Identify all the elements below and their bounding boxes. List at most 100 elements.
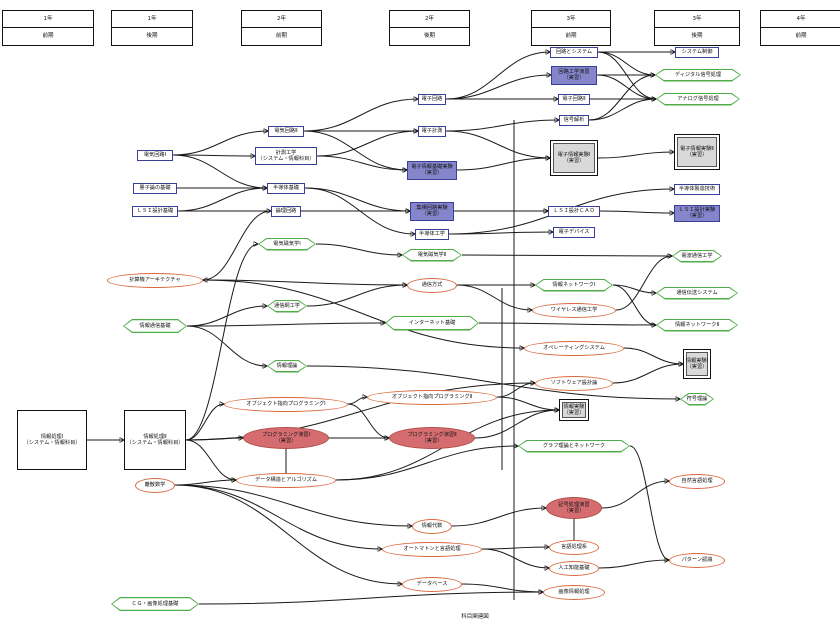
course-label: アナログ信号処理 bbox=[657, 94, 738, 104]
course-label: インターネット基礎 bbox=[386, 317, 477, 329]
course-node-denshi-kiso: 量子論の基礎 bbox=[133, 182, 177, 194]
course-node-joho-daisu: 情報代数 bbox=[412, 518, 452, 534]
prerequisite-arrow bbox=[461, 583, 543, 592]
course-node-handoutai: 半導体基礎 bbox=[267, 182, 305, 194]
course-node-risan: 離散数学 bbox=[135, 477, 175, 493]
course-node-graph: グラフ理論とネットワーク bbox=[518, 440, 630, 453]
prerequisite-arrow bbox=[445, 75, 551, 100]
year-label: 2年 bbox=[390, 11, 469, 28]
course-label: 情報理論 bbox=[268, 361, 305, 371]
prerequisite-arrow bbox=[174, 480, 236, 486]
course-node-ronri: 論理回路 bbox=[271, 205, 301, 217]
prerequisite-arrow bbox=[623, 347, 683, 364]
prerequisite-arrow bbox=[481, 547, 549, 549]
year-label: 1年 bbox=[3, 11, 93, 28]
prerequisite-arrow bbox=[461, 255, 672, 256]
term-header: 2年前期 bbox=[241, 10, 322, 46]
course-node-digital: ディジタル信号処理 bbox=[655, 69, 741, 82]
term-header: 2年後期 bbox=[389, 10, 470, 46]
term-label: 後期 bbox=[146, 33, 158, 39]
term-header: 1年後期 bbox=[111, 10, 193, 46]
course-node-tsushin: 通信方式 bbox=[407, 277, 457, 293]
prerequisite-arrow bbox=[496, 396, 559, 410]
prerequisite-arrow bbox=[612, 364, 683, 384]
prerequisite-arrow bbox=[316, 155, 407, 170]
course-node-keisanki: 計算機アーキテクチャ bbox=[107, 272, 203, 288]
course-node-wireless: ワイヤレス通信工学 bbox=[532, 302, 616, 318]
prerequisite-arrow bbox=[185, 439, 236, 480]
course-node-kairo-enshu: 回路工学演習 （実習） bbox=[551, 65, 597, 85]
course-node-denjiki1: 電気磁気学Ⅰ bbox=[258, 238, 316, 251]
course-node-fugo: 符号理論 bbox=[680, 393, 714, 406]
prerequisite-arrow bbox=[198, 592, 543, 605]
course-node-joho-tsushin: 情報通信基礎 bbox=[123, 319, 187, 333]
course-node-prog1: プログラミング演習Ⅰ （実習） bbox=[243, 427, 329, 449]
course-node-denki2: 電気回路Ⅱ bbox=[268, 125, 304, 137]
prerequisite-arrow bbox=[174, 484, 382, 549]
prerequisite-arrow bbox=[598, 560, 669, 569]
prerequisite-arrow bbox=[203, 210, 272, 280]
course-node-prog2: プログラミング演習Ⅱ （実習） bbox=[389, 427, 475, 449]
prerequisite-arrow bbox=[597, 152, 674, 159]
prerequisite-arrow bbox=[478, 323, 656, 325]
course-node-denshi-kei: 電子計測 bbox=[418, 125, 446, 137]
prerequisite-arrow bbox=[456, 158, 550, 171]
course-label: 符号理論 bbox=[681, 394, 712, 404]
course-node-denshi3: 電子回路Ⅱ bbox=[558, 93, 590, 105]
prerequisite-arrow bbox=[174, 484, 412, 526]
prerequisite-arrow bbox=[588, 75, 655, 121]
prerequisite-arrow bbox=[172, 155, 255, 156]
prerequisite-arrow bbox=[335, 446, 518, 481]
year-label: 3年 bbox=[532, 11, 610, 28]
prerequisite-arrow bbox=[445, 52, 550, 100]
course-label: 電波通信工学 bbox=[673, 251, 720, 261]
course-node-data-struct: データ構造とアルゴリズム bbox=[236, 472, 336, 488]
prerequisite-arrow bbox=[186, 325, 267, 366]
course-node-gazo: 画像情報処理 bbox=[543, 584, 605, 600]
course-node-network1: 情報ネットワークⅠ bbox=[535, 279, 613, 292]
course-node-ai: 人工知能基礎 bbox=[549, 560, 599, 576]
course-node-denshi-jikken1: 電子情報実験Ⅰ （実習） bbox=[550, 140, 598, 176]
course-label: グラフ理論とネットワーク bbox=[519, 441, 628, 451]
course-label: 電気磁気学Ⅰ bbox=[259, 239, 314, 249]
prerequisite-arrow bbox=[306, 285, 407, 307]
course-node-handoutai-kou: 半導体工学 bbox=[415, 228, 449, 240]
course-node-denjiki2: 電気磁気学Ⅱ bbox=[402, 249, 462, 262]
course-label: 通信伝送システム bbox=[657, 288, 736, 298]
prerequisite-arrow bbox=[172, 154, 267, 188]
course-node-joho-shori1: 情報処理Ⅰ （システム・情報科目） bbox=[17, 410, 87, 470]
prerequisite-arrow bbox=[496, 383, 535, 398]
term-header: 1年前期 bbox=[2, 10, 94, 46]
prerequisite-arrow bbox=[629, 445, 669, 560]
course-node-denki1: 電気回路Ⅰ bbox=[137, 149, 173, 161]
course-label: 情報ネットワークⅡ bbox=[657, 320, 736, 330]
term-header: 3年前期 bbox=[531, 10, 611, 46]
prerequisite-arrow bbox=[481, 548, 549, 568]
course-node-denshi-jikken2: 電子情報実験Ⅱ （実習） bbox=[674, 134, 720, 170]
prerequisite-arrow bbox=[303, 99, 418, 132]
term-label: 前期 bbox=[275, 33, 287, 39]
prerequisite-arrow bbox=[612, 284, 656, 293]
prerequisite-arrow bbox=[599, 211, 674, 213]
course-node-joho-shori2: 情報処理Ⅱ （システム・情報科目） bbox=[124, 410, 186, 470]
course-node-lsi-jikken: ＬＳＩ設計実験 （実習） bbox=[674, 204, 720, 222]
prerequisite-arrow bbox=[456, 284, 532, 310]
prerequisite-arrow bbox=[596, 74, 656, 99]
course-node-denshi-jikken: 電子情報基礎実験 （実習） bbox=[407, 160, 457, 180]
course-node-gengo: 言語処理系 bbox=[549, 539, 599, 555]
course-node-shingou: 信号解析 bbox=[559, 114, 589, 126]
diagram-caption: 科目関連図 bbox=[461, 614, 489, 620]
course-node-obj2: オブジェクト指向プログラミングⅡ bbox=[367, 389, 497, 405]
course-node-kairo-system: 回路とシステム bbox=[550, 46, 598, 58]
course-node-denshi-device: 電子デバイス bbox=[553, 226, 595, 238]
course-node-database: データベース bbox=[402, 576, 462, 592]
course-label: 電気磁気学Ⅱ bbox=[403, 250, 460, 260]
prerequisite-arrow bbox=[612, 284, 656, 325]
year-label: 3年 bbox=[655, 11, 739, 28]
course-node-tsushin-kiso: 通信網工学 bbox=[267, 300, 307, 313]
course-node-pattern: パターン認識 bbox=[669, 552, 725, 568]
year-label: 4年 bbox=[761, 11, 840, 28]
prerequisite-arrow bbox=[615, 256, 672, 311]
year-label: 2年 bbox=[242, 11, 321, 28]
